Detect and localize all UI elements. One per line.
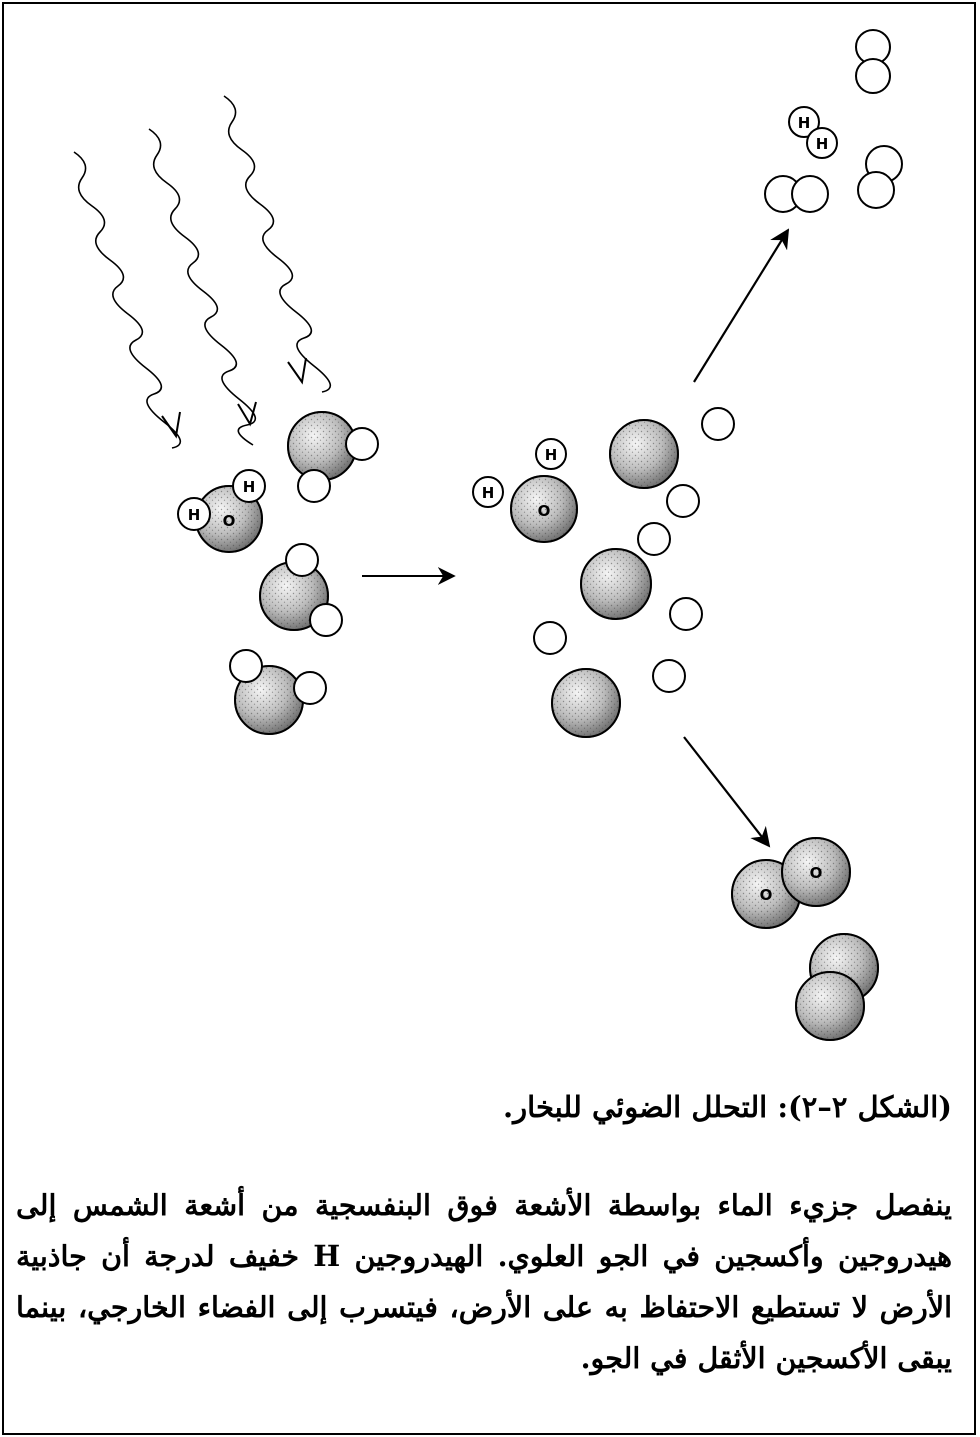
h2-molecule: [856, 30, 890, 93]
hydrogen-label: H: [816, 135, 829, 153]
water-molecules-left: H H O: [178, 412, 378, 734]
figure-description: ينفصل جزيء الماء بواسطة الأشعة فوق البنف…: [16, 1180, 952, 1384]
water-molecule-labeled: H H O: [178, 470, 265, 552]
o2-molecule: [796, 934, 878, 1040]
water-molecule: [230, 650, 326, 734]
figure-caption: (الشكل ٢–٢): التحلل الضوئي للبخار.: [22, 1084, 952, 1130]
hydrogen-molecules: H H: [765, 30, 902, 212]
oxygen-label: O: [223, 512, 236, 530]
hydrogen-label: H: [798, 114, 811, 132]
hydrogen-label: H: [482, 484, 495, 502]
water-molecule: [260, 544, 342, 636]
hydrogen-escape-arrow: [694, 230, 788, 382]
h2-molecule-labeled: H H: [789, 107, 837, 158]
hydrogen-label: H: [545, 446, 558, 464]
oxygen-label: O: [538, 502, 551, 520]
dissociated-molecules: H H O: [473, 408, 734, 737]
uv-ray-head-1: [162, 412, 180, 436]
o2-molecule-labeled: O O: [732, 838, 850, 928]
oxygen-label: O: [810, 864, 823, 882]
photolysis-diagram: H H O: [4, 4, 978, 1064]
uv-ray-2: [149, 129, 255, 445]
h2-molecule: [858, 146, 902, 208]
hydrogen-label: H: [188, 506, 201, 524]
dissociated-labeled: H H O: [473, 439, 577, 542]
h2-molecule: [765, 176, 828, 212]
uv-ray-head-3: [288, 358, 306, 382]
water-molecule: [288, 412, 378, 502]
hydrogen-label: H: [243, 478, 256, 496]
uv-rays: [74, 96, 330, 448]
uv-ray-1: [74, 152, 180, 448]
oxygen-molecules: O O: [732, 838, 878, 1040]
uv-ray-3: [224, 96, 330, 392]
oxygen-remain-arrow: [684, 737, 769, 846]
oxygen-label: O: [760, 886, 773, 904]
